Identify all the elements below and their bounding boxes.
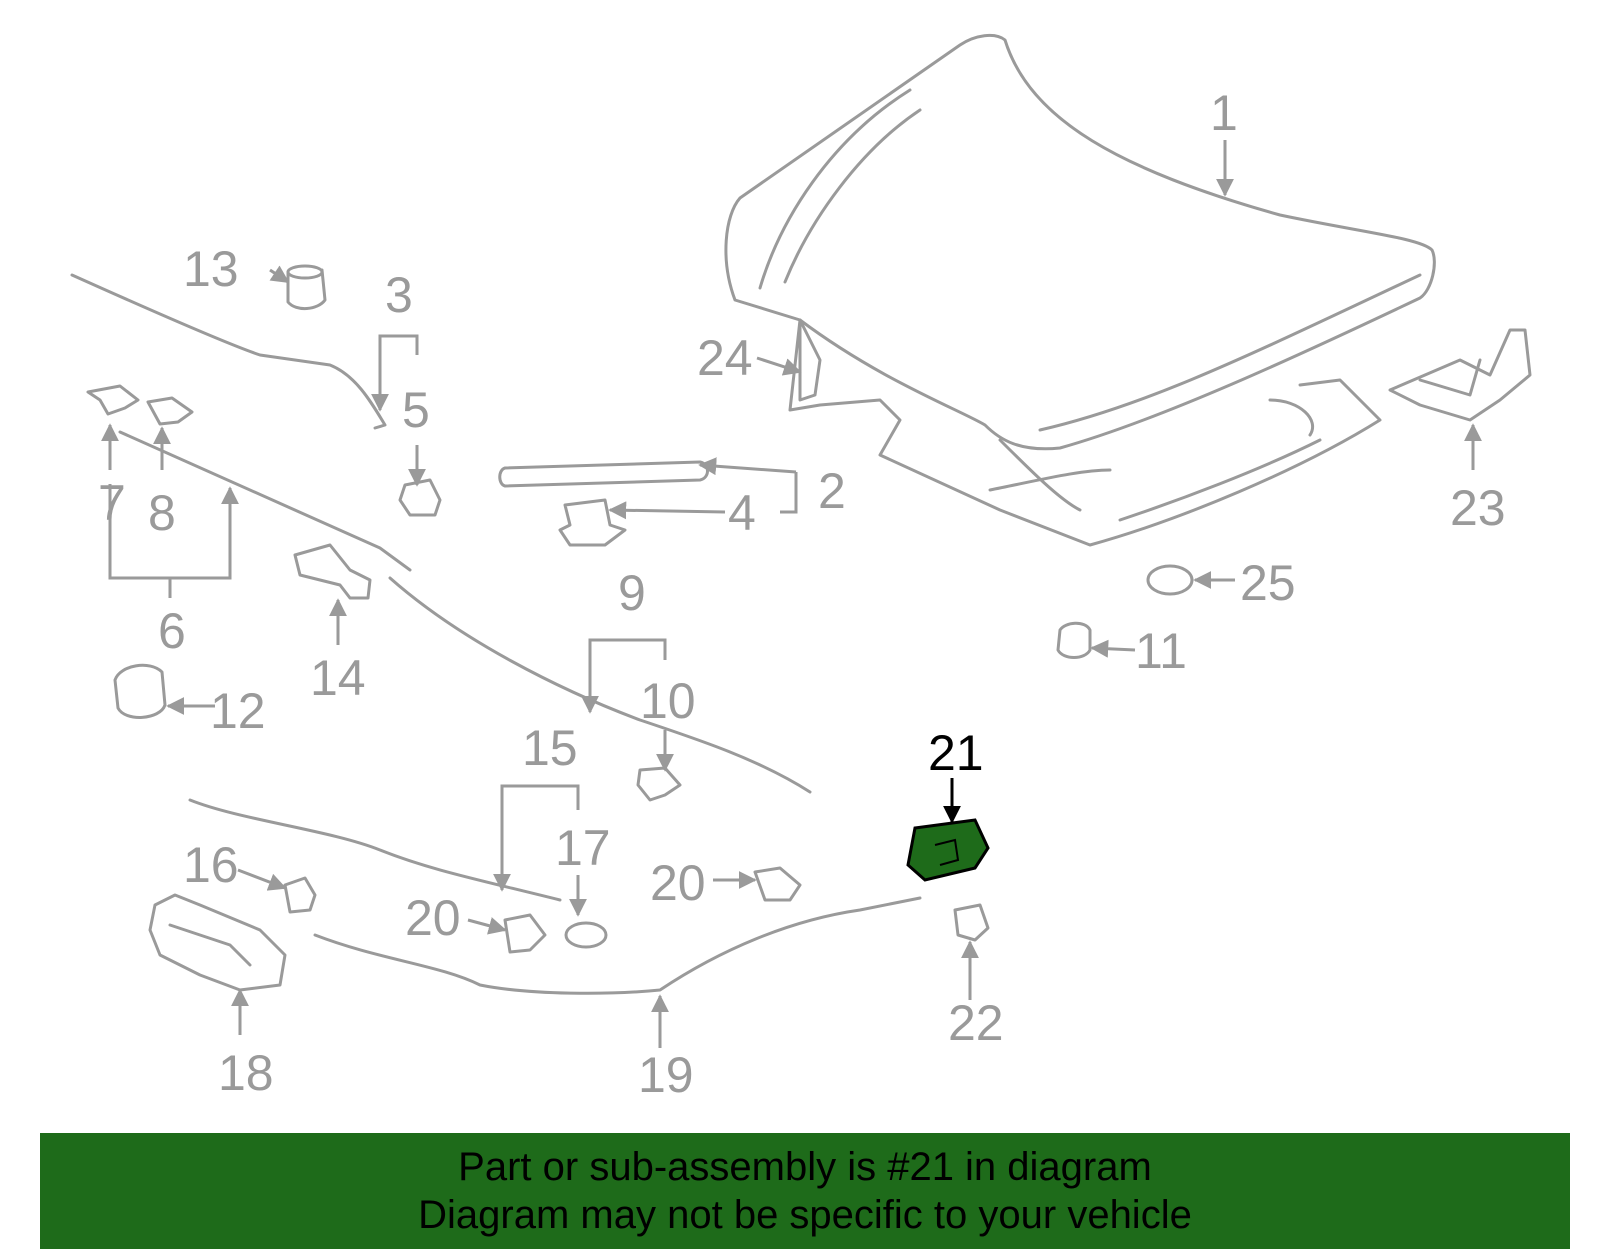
leader-lines (101, 140, 1482, 1048)
callout-12: 12 (210, 683, 266, 739)
callout-17: 17 (555, 820, 611, 876)
cable-clip-16 (283, 876, 317, 914)
support-14 (293, 543, 372, 600)
hood-hinge (1388, 328, 1532, 422)
clip-20-right (753, 866, 802, 902)
callout-6: 6 (158, 603, 186, 659)
grommet-17 (564, 921, 608, 949)
callout-20-right: 20 (650, 855, 706, 911)
callout-15: 15 (522, 720, 578, 776)
clip-8 (146, 396, 194, 426)
hood-seal-strip (498, 460, 709, 488)
callout-24: 24 (697, 330, 753, 386)
callout-23: 23 (1450, 480, 1506, 536)
callout-25: 25 (1240, 555, 1296, 611)
rod-clip-10 (636, 766, 682, 802)
callout-10: 10 (640, 673, 696, 729)
release-cable-15 (188, 798, 562, 902)
rod-clip-5 (398, 478, 442, 517)
callout-22: 22 (948, 995, 1004, 1051)
release-cable-19 (313, 896, 922, 995)
clip-20-left (503, 913, 547, 954)
bumper-13 (286, 264, 327, 310)
callout-11: 11 (1135, 623, 1187, 679)
callout-4: 4 (728, 485, 756, 541)
callout-5: 5 (402, 382, 430, 438)
hood-panel (724, 33, 1436, 547)
bumper-11 (1056, 621, 1092, 659)
grommet-25 (1146, 564, 1194, 596)
callout-3: 3 (385, 267, 413, 323)
hood-lock-18 (148, 893, 287, 992)
callout-13: 13 (183, 241, 239, 297)
callout-18: 18 (218, 1045, 274, 1101)
front-rod-lower (118, 430, 412, 572)
callout-14: 14 (310, 650, 366, 706)
callout-19: 19 (638, 1047, 694, 1103)
callout-16: 16 (183, 837, 239, 893)
banner-line-2: Diagram may not be specific to your vehi… (418, 1193, 1192, 1237)
prop-rod-9 (388, 576, 812, 794)
callout-21: 21 (928, 725, 984, 781)
callout-7: 7 (98, 475, 126, 531)
info-banner: Part or sub-assembly is #21 in diagram D… (40, 1133, 1570, 1249)
callout-8: 8 (148, 485, 176, 541)
bracket-22 (953, 903, 990, 942)
clip-7 (86, 384, 140, 416)
callout-20-left: 20 (405, 890, 461, 946)
banner-line-1: Part or sub-assembly is #21 in diagram (458, 1145, 1152, 1189)
hood-latch-21 (906, 818, 990, 882)
seal-clip (558, 498, 627, 547)
callout-1: 1 (1210, 85, 1238, 141)
callout-2: 2 (818, 463, 846, 519)
callout-9: 9 (618, 565, 646, 621)
bumper-12 (113, 663, 167, 719)
front-rod-upper (70, 273, 387, 430)
callout-labels: 1 24 23 13 3 5 7 8 6 14 12 2 4 9 10 25 1… (98, 85, 1506, 1103)
